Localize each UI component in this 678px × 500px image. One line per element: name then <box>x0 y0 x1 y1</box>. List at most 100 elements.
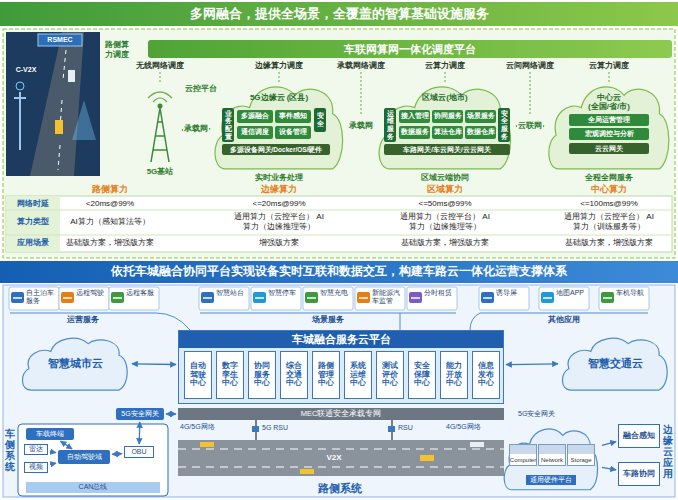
roadside-illustration <box>30 32 84 176</box>
cloud-shape <box>379 87 510 169</box>
connector <box>506 363 558 365</box>
text-label: <=100ms@99% <box>559 199 659 209</box>
node-text: 数字孪生中心 <box>222 362 238 388</box>
text-label: 实时业务处理 <box>239 173 319 183</box>
app-icon <box>411 297 420 299</box>
text-label: 区域云端协同 <box>405 173 485 183</box>
node-text: 中心云 <box>597 93 621 102</box>
node-text: 5G安全网关 <box>121 410 158 418</box>
text-label: 无线网络调度 <box>132 61 188 71</box>
service-box: 接入管理 <box>399 110 430 123</box>
metrics-table <box>6 196 672 252</box>
node-text: CAN总线 <box>79 483 108 491</box>
node-text: 自动驾驶中心 <box>190 362 206 388</box>
text-label: 基础版方案，增强版方案 <box>395 238 495 248</box>
service-box: 运维服务 <box>384 108 396 142</box>
roadside-illustration <box>14 92 26 150</box>
cloud-node: 5G边缘云 (区县)业务配置多源融合事件感知通信调度设备管理安全多源设备网关/D… <box>212 80 346 172</box>
app-icon <box>305 292 318 303</box>
connector <box>50 463 56 464</box>
node-text: 能力开放中心 <box>446 362 462 388</box>
road <box>178 449 504 467</box>
service-box: 全局运营管理 <box>569 114 649 126</box>
center-box: 信息发布中心 <box>472 351 500 399</box>
node-text: Storage <box>570 457 591 464</box>
cloud-node: 智慧交通云 <box>560 334 670 392</box>
text-label: 云控平台 <box>184 84 218 94</box>
bottom-panel <box>3 285 675 497</box>
text-label: 车机导航 <box>616 289 648 297</box>
text-label: RSU <box>398 424 422 432</box>
text-label: 场景服务 <box>301 315 355 325</box>
cloud-shape <box>562 338 667 390</box>
title-bar <box>0 2 678 26</box>
center-box: 测试评价中心 <box>376 351 404 399</box>
connector <box>50 451 56 453</box>
text-label: 基础版方案，增强版方案 <box>559 238 659 248</box>
node-text: Computer <box>510 457 536 464</box>
text-label: 中心算力 <box>569 184 649 195</box>
text-label: 自主泊车服务 <box>26 289 58 305</box>
text-label: 路侧算力 <box>70 184 150 195</box>
text-label: 智慧充电 <box>320 289 352 297</box>
app-icon <box>481 292 494 303</box>
rsu-pole <box>256 420 392 440</box>
app-icon-box <box>599 287 649 310</box>
node-text: 路侧管理中心 <box>318 362 334 388</box>
text-label: 区域算力 <box>405 184 485 195</box>
node-text: 车载终端 <box>36 430 64 438</box>
node-text: 系统运维中心 <box>350 362 366 388</box>
connector <box>139 422 141 444</box>
node-text: 自动驾驶域 <box>67 453 102 461</box>
text-label: 5G RSU <box>262 424 298 432</box>
road <box>178 440 504 476</box>
app-icon <box>61 292 74 303</box>
node-text: 车路协同 <box>623 470 655 479</box>
text-label: 智慧停车 <box>268 289 300 297</box>
app-icon <box>255 297 264 299</box>
node-text: MEC联通安全承载专网 <box>301 410 382 419</box>
text-label: 远程客服 <box>126 289 158 297</box>
metrics-table <box>6 210 672 235</box>
network-band: MEC联通安全承载专网 <box>178 408 504 420</box>
node-text: 区域云(地市) <box>422 93 467 102</box>
edge-label: 云联网 <box>517 122 543 131</box>
hardware-box: Network <box>538 444 566 466</box>
center-box: 协同服务中心 <box>248 351 276 399</box>
metrics-table <box>6 196 672 252</box>
node-text: 智慧城市云 <box>48 357 103 370</box>
service-box: 场景服务 <box>465 110 496 123</box>
node-text: 车城融合服务云平台 <box>179 331 503 348</box>
connector <box>61 441 72 449</box>
node-text: 融合感知 <box>623 432 655 441</box>
text-label: 地图APP <box>556 289 588 297</box>
center-box: 数字孪生中心 <box>216 351 244 399</box>
app-icon <box>601 292 614 303</box>
roadside-illustration <box>38 34 82 46</box>
text-label: 5G安全网关 <box>518 410 570 418</box>
rsu-pole <box>252 426 259 432</box>
node-text: 雷达 <box>29 445 43 453</box>
node-text: 车路网关/车云网关/云云网关 <box>403 146 491 153</box>
node-text: 接入管理 <box>401 112 429 120</box>
app-icon <box>357 292 370 303</box>
text-label: 云算力调度 <box>417 61 473 71</box>
tower-shape <box>158 104 163 109</box>
text-label: 路侧系统 <box>300 482 380 495</box>
cloud-shape <box>22 338 127 390</box>
text-label: 智慧站台 <box>216 289 248 297</box>
app-icon <box>543 297 552 299</box>
node-text: 通信调度 <box>241 128 269 136</box>
text-label: 云算力调度 <box>581 61 637 71</box>
bus-bar: CAN总线 <box>26 482 160 493</box>
rsu-pole <box>252 420 395 440</box>
service-box: 安全服务 <box>498 108 510 142</box>
node-text: 运维服务 <box>387 110 394 141</box>
service-box: 算法仓库 <box>432 126 463 139</box>
device-box: 雷达 <box>24 444 48 455</box>
node-text: 信息发布中心 <box>478 362 494 388</box>
node-text: 安全服务 <box>501 110 508 141</box>
text-label: 远程驾驶 <box>76 289 108 297</box>
app-icon <box>111 292 124 303</box>
